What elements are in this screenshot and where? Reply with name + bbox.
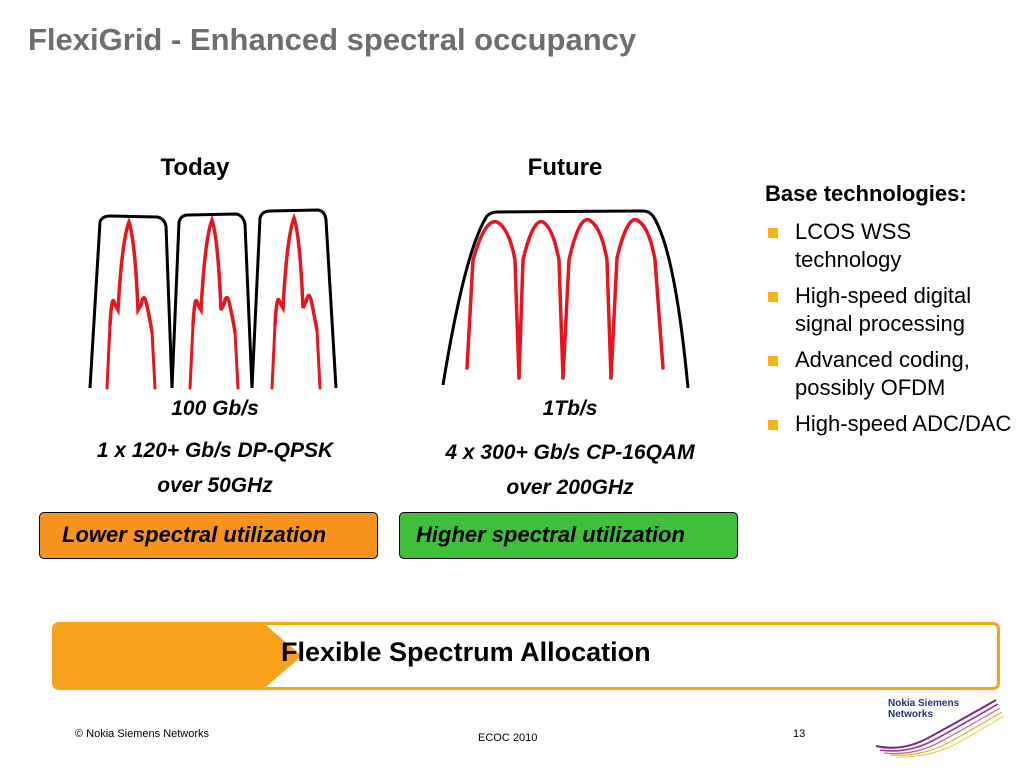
flexible-spectrum-banner: Flexible Spectrum Allocation <box>52 622 1000 690</box>
filter-passband-2 <box>170 212 254 389</box>
future-config-line2: over 200GHz <box>506 476 634 499</box>
bullet-square-icon <box>768 228 778 238</box>
list-item: Advanced coding, possibly OFDM <box>765 346 1015 402</box>
base-technologies-list: LCOS WSS technology High-speed digital s… <box>765 218 1015 446</box>
slide-title: FlexiGrid - Enhanced spectral occupancy <box>28 22 637 57</box>
logo-wave-icon <box>875 699 1005 758</box>
nokia-siemens-logo: Nokia Siemens Networks <box>862 696 1007 758</box>
lower-utilization-label: Lower spectral utilization <box>62 522 327 547</box>
footer-event: ECOC 2010 <box>478 732 538 744</box>
higher-utilization-box: Higher spectral utilization <box>399 512 738 559</box>
base-technologies-heading: Base technologies: <box>765 181 967 206</box>
future-config-line1: 4 x 300+ Gb/s CP-16QAM <box>445 441 695 464</box>
logo-text-line2: Networks <box>888 709 934 720</box>
signal-subcarrier-3 <box>561 218 613 380</box>
signal-spectrum-3 <box>273 212 319 332</box>
today-rate: 100 Gb/s <box>171 397 259 420</box>
signal-subcarrier-2 <box>517 219 565 380</box>
footer-copyright: © Nokia Siemens Networks <box>75 728 210 740</box>
future-heading: Future <box>527 154 603 181</box>
today-config-line2: over 50GHz <box>157 474 273 497</box>
higher-utilization-label: Higher spectral utilization <box>416 522 685 547</box>
future-spectrum-diagram <box>441 209 690 389</box>
signal-subcarrier-1 <box>465 219 521 380</box>
today-config-line1: 1 x 120+ Gb/s DP-QPSK <box>96 439 334 462</box>
future-rate: 1Tb/s <box>542 397 598 420</box>
bullet-square-icon <box>768 420 778 430</box>
signal-subcarrier-4 <box>609 217 665 380</box>
today-spectrum-diagram <box>88 208 338 390</box>
filter-passband-wide <box>441 209 690 389</box>
list-item: High-speed ADC/DAC <box>765 410 1015 438</box>
banner-arrow-icon <box>55 625 302 687</box>
signal-spectrum-1 <box>108 216 154 334</box>
lower-utilization-box: Lower spectral utilization <box>39 512 378 559</box>
list-item: High-speed digital signal processing <box>765 282 1015 338</box>
list-item: LCOS WSS technology <box>765 218 1015 274</box>
bullet-square-icon <box>768 292 778 302</box>
signal-spectrum-2 <box>191 214 237 334</box>
bullet-square-icon <box>768 356 778 366</box>
filter-passband-1 <box>88 214 174 389</box>
logo-text-line1: Nokia Siemens <box>888 698 960 709</box>
banner-label: Flexible Spectrum Allocation <box>281 637 651 667</box>
footer-page-number: 13 <box>793 728 806 740</box>
today-heading: Today <box>160 154 230 181</box>
filter-passband-3 <box>250 208 338 389</box>
